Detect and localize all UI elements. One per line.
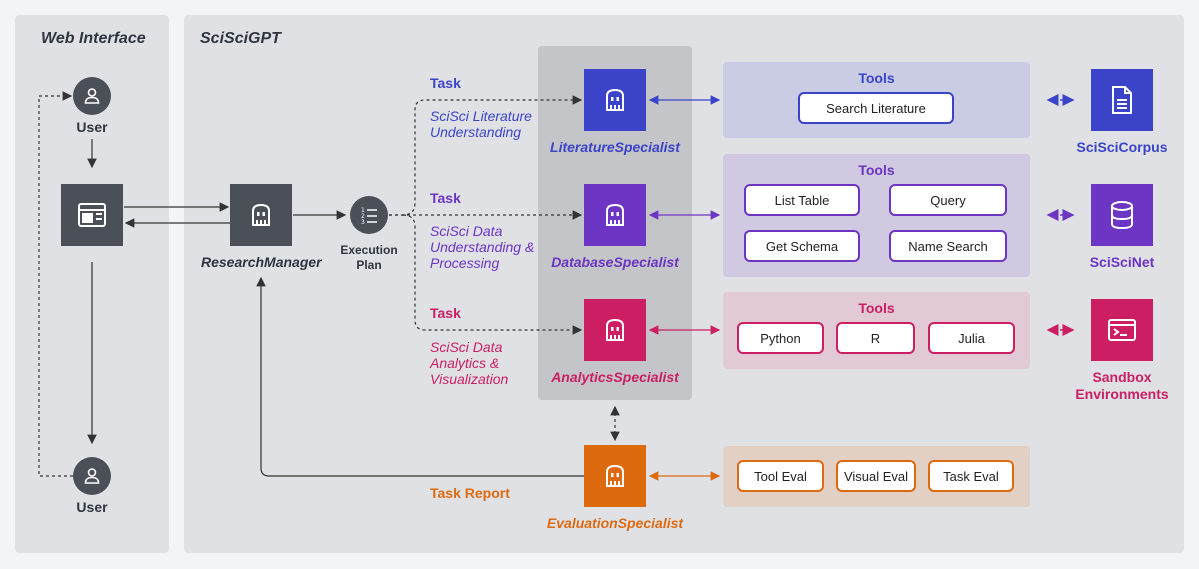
research-manager-node[interactable] (230, 184, 292, 246)
database-specialist-node[interactable] (584, 184, 646, 246)
task-1-title: Task (430, 75, 461, 91)
document-icon (1110, 85, 1134, 115)
scisci-corpus-label: SciSciCorpus (1076, 139, 1168, 155)
scisci-net-node[interactable] (1091, 184, 1153, 246)
task-2-description: SciSci Data Understanding & Processing (430, 223, 535, 271)
user-top-node[interactable] (73, 77, 111, 115)
web-interface-title: Web Interface (41, 30, 146, 47)
task-1-description: SciSci Literature Understanding (430, 108, 532, 140)
robot-icon (602, 202, 628, 228)
database-tools-title: Tools (858, 162, 895, 178)
sandbox-environments-node[interactable] (1091, 299, 1153, 361)
evaluation-specialist-label: EvaluationSpecialist (546, 515, 684, 531)
tool-visual-eval[interactable]: Visual Eval (836, 460, 916, 492)
tool-r[interactable]: R (836, 322, 915, 354)
evaluation-tools-panel: Tool Eval Visual Eval Task Eval (723, 446, 1030, 507)
task-3-description: SciSci Data Analytics & Visualization (430, 339, 509, 387)
svg-text:2: 2 (361, 213, 365, 220)
robot-icon (602, 463, 628, 489)
execution-plan-label: Execution Plan (340, 243, 398, 272)
robot-icon (248, 202, 274, 228)
robot-icon (602, 87, 628, 113)
tool-search-literature[interactable]: Search Literature (798, 92, 954, 124)
tool-julia[interactable]: Julia (928, 322, 1015, 354)
sandbox-environments-label: Sandbox Environments (1075, 369, 1169, 402)
database-icon (1109, 200, 1135, 230)
tool-get-schema[interactable]: Get Schema (744, 230, 860, 262)
svg-text:3: 3 (361, 219, 365, 225)
robot-icon (602, 317, 628, 343)
scisci-title: SciSciGPT (200, 30, 281, 47)
scisci-net-label: SciSciNet (1089, 254, 1155, 270)
literature-specialist-node[interactable] (584, 69, 646, 131)
analytics-specialist-node[interactable] (584, 299, 646, 361)
user-top-label: User (76, 119, 108, 135)
analytics-tools-panel: Tools Python R Julia (723, 292, 1030, 369)
user-icon (82, 466, 102, 486)
tool-task-eval[interactable]: Task Eval (928, 460, 1014, 492)
task-3-title: Task (430, 305, 461, 321)
literature-specialist-label: LiteratureSpecialist (550, 139, 680, 155)
literature-tools-panel: Tools Search Literature (723, 62, 1030, 138)
research-manager-label: ResearchManager (201, 254, 322, 270)
database-tools-panel: Tools List Table Query Get Schema Name S… (723, 154, 1030, 277)
svg-text:1: 1 (361, 207, 365, 214)
user-icon (82, 86, 102, 106)
analytics-specialist-label: AnalyticsSpecialist (551, 369, 679, 385)
tool-list-table[interactable]: List Table (744, 184, 860, 216)
literature-tools-title: Tools (858, 70, 895, 86)
tool-name-search[interactable]: Name Search (889, 230, 1007, 262)
task-2-title: Task (430, 190, 461, 206)
terminal-icon (1107, 318, 1137, 342)
user-bottom-label: User (76, 499, 108, 515)
web-browser-node[interactable] (61, 184, 123, 246)
database-specialist-label: DatabaseSpecialist (551, 254, 679, 270)
user-bottom-node[interactable] (73, 457, 111, 495)
browser-window-icon (77, 202, 107, 228)
task-report-label: Task Report (430, 485, 510, 501)
tool-tool-eval[interactable]: Tool Eval (737, 460, 824, 492)
scisci-corpus-node[interactable] (1091, 69, 1153, 131)
analytics-tools-title: Tools (858, 300, 895, 316)
tool-query[interactable]: Query (889, 184, 1007, 216)
evaluation-specialist-node[interactable] (584, 445, 646, 507)
tool-python[interactable]: Python (737, 322, 824, 354)
